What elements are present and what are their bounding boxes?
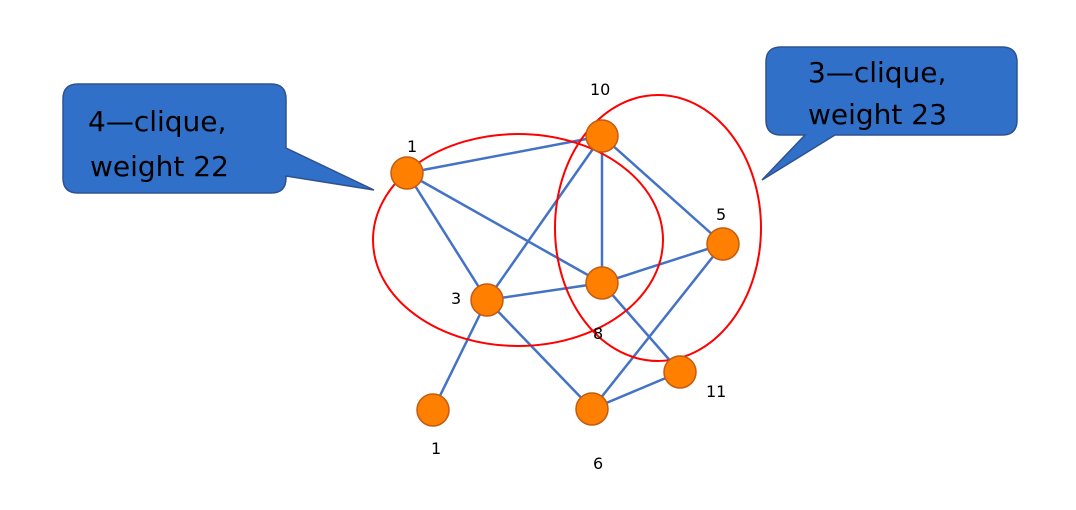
graph-node-n8 (585, 266, 619, 300)
graph-node-n1a (390, 156, 424, 190)
edge-n1a-n3 (405, 172, 489, 301)
clique-circles-layer (372, 94, 762, 362)
callout-3-clique: 3—clique, weight 23 (761, 46, 1018, 181)
edge-n1a-n8 (406, 171, 603, 285)
node-label-n10: 10 (590, 80, 610, 99)
graph-node-n10 (585, 119, 619, 153)
callout-4-clique-line2: weight 22 (90, 150, 229, 183)
edge-n8-n11 (601, 282, 681, 373)
graph-node-n6 (575, 392, 609, 426)
node-label-n11: 11 (706, 382, 726, 401)
edge-n8-n5 (601, 242, 724, 285)
edge-n3-n1b (431, 299, 489, 411)
nodes-layer (390, 119, 740, 427)
callout-4-clique-shape (62, 83, 375, 194)
callout-3-clique-line2: weight 23 (808, 98, 947, 131)
graph-node-n3 (470, 283, 504, 317)
edge-n3-n6 (486, 299, 593, 410)
node-label-n5: 5 (716, 205, 726, 224)
node-label-n6: 6 (593, 454, 603, 473)
edge-n10-n3 (485, 135, 604, 301)
node-label-n3: 3 (451, 289, 461, 308)
graph-node-n11 (663, 355, 697, 389)
clique-circle-3 (554, 94, 762, 362)
node-label-n1b: 1 (431, 439, 441, 458)
callout-3-clique-shape (761, 46, 1018, 181)
callout-4-clique-line1: 4—clique, (88, 105, 226, 138)
graph-node-n5 (706, 227, 740, 261)
clique-circle-4 (372, 133, 664, 347)
callout-3-clique-line1: 3—clique, (808, 56, 946, 89)
edge-n5-n6 (591, 243, 724, 410)
edge-n3-n8 (486, 281, 603, 302)
edge-n10-n5 (601, 135, 724, 245)
node-label-n1a: 1 (407, 137, 417, 156)
graph-node-n1b (416, 393, 450, 427)
node-label-n8: 8 (593, 324, 603, 343)
edge-n1a-n10 (406, 134, 603, 175)
callout-4-clique: 4—clique, weight 22 (62, 83, 375, 194)
